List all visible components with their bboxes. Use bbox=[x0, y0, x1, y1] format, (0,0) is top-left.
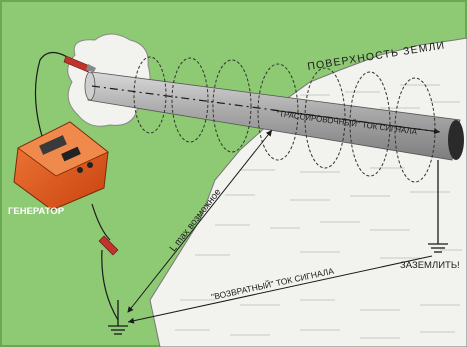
pipe-end bbox=[448, 120, 464, 160]
ground-label: ЗАЗЕМЛИТЬ! bbox=[400, 260, 460, 271]
generator-label: ГЕНЕРАТОР bbox=[8, 206, 65, 217]
